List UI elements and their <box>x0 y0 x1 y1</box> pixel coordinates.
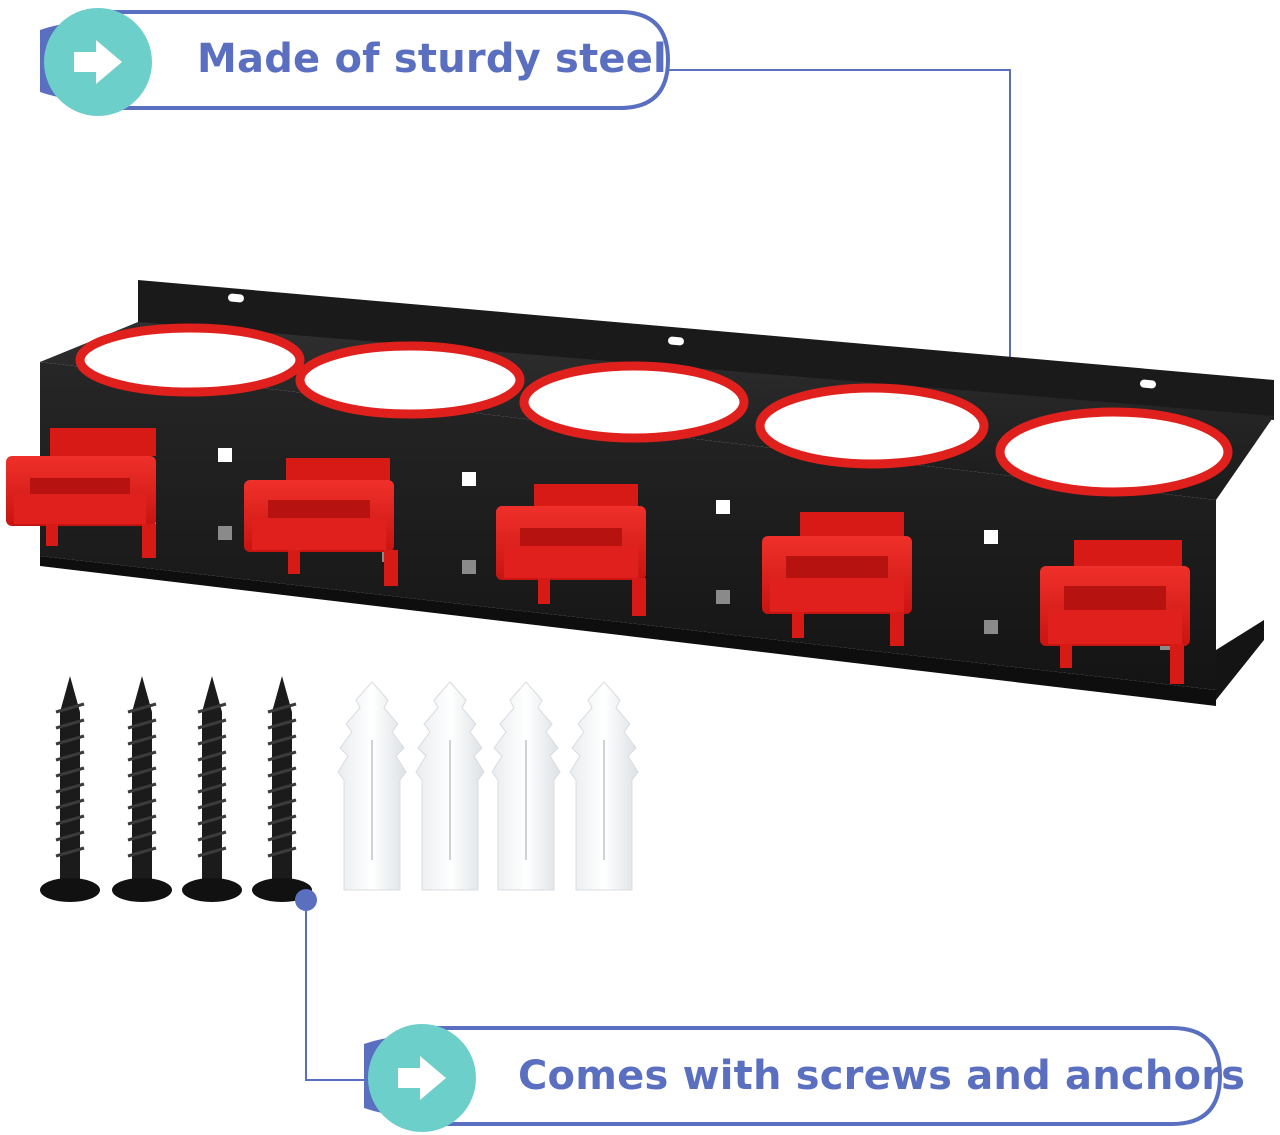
arrow-right-icon <box>398 1056 446 1100</box>
ring-5 <box>995 407 1233 497</box>
wall-anchors <box>337 681 639 891</box>
ring-2 <box>295 341 525 419</box>
screw-3 <box>182 676 242 902</box>
ring-4 <box>755 383 989 469</box>
callout-top-pill <box>112 10 671 110</box>
arrow-right-icon <box>74 40 122 84</box>
holder-5 <box>1040 540 1190 684</box>
holder-3 <box>496 484 646 616</box>
rack-bottom-lip <box>1216 620 1264 700</box>
holder-2 <box>244 458 398 586</box>
anchor-3 <box>491 681 561 891</box>
anchor-2 <box>415 681 485 891</box>
ring-3 <box>519 361 749 443</box>
holder-rings <box>75 323 1233 497</box>
red-holders <box>6 428 1190 684</box>
anchor-4 <box>569 681 639 891</box>
rack-back-plate <box>138 280 1274 420</box>
callout-bottom-pill <box>434 1026 1223 1126</box>
holder-4 <box>762 512 912 646</box>
ring-1 <box>75 323 305 397</box>
callout-bottom-text: Comes with screws and anchors <box>518 1053 1246 1099</box>
callout-top-text: Made of sturdy steel <box>197 36 667 82</box>
callout-bottom <box>364 1024 1223 1132</box>
callout-top <box>40 8 671 116</box>
callout-bottom-connector <box>295 889 380 1081</box>
screw-2 <box>112 676 172 902</box>
holder-1 <box>6 428 156 558</box>
screw-1 <box>40 676 100 902</box>
rack-square-holes <box>218 448 998 544</box>
mounting-holes <box>228 293 1156 389</box>
screw-4 <box>252 676 312 902</box>
screws <box>40 676 312 902</box>
anchor-1 <box>337 681 407 891</box>
